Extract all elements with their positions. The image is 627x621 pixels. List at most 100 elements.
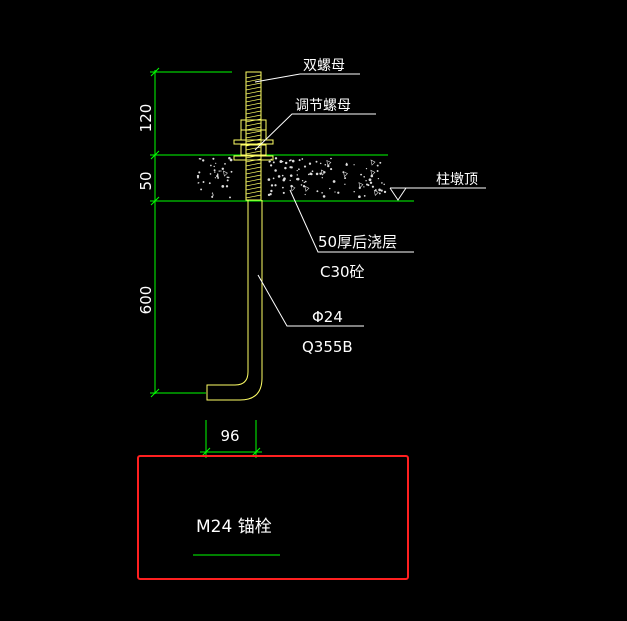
thread-line: [245, 78, 262, 83]
grout-speckle: [363, 186, 365, 188]
grout-speckle: [319, 162, 322, 165]
grout-speckle: [281, 174, 284, 177]
grout-speckle: [319, 172, 322, 175]
grout-speckle: [211, 192, 214, 194]
grout-speckle: [272, 161, 275, 164]
label-grout-layer: 50厚后浇层: [318, 233, 397, 251]
grout-speckle: [383, 183, 385, 186]
grout-speckle: [365, 180, 367, 182]
grout-aggregate: [358, 182, 364, 189]
grout-speckle: [298, 168, 300, 171]
grout-speckle: [298, 159, 301, 162]
grout-aggregate: [320, 169, 326, 176]
grout-speckle: [344, 183, 346, 185]
grout-speckle: [282, 186, 284, 189]
grout-speckle: [214, 177, 217, 179]
bolt-thread: [245, 74, 262, 199]
vertical-dimension-chain: [150, 67, 232, 398]
grout-speckle: [198, 182, 200, 184]
grout-speckle: [274, 184, 277, 187]
grout-speckle: [358, 195, 361, 199]
grout-speckle: [321, 177, 323, 179]
grout-speckle: [329, 187, 331, 190]
thread-line: [245, 170, 262, 175]
grout-speckle: [213, 165, 215, 168]
grout-speckle: [368, 178, 372, 182]
grout-speckle: [269, 164, 273, 167]
grout-speckle: [290, 174, 293, 177]
grout-speckle: [378, 192, 381, 195]
grout-speckle: [226, 176, 229, 179]
thread-line: [245, 86, 262, 91]
grout-speckle: [316, 190, 319, 193]
grout-speckle: [376, 170, 379, 172]
grout-speckle: [303, 165, 307, 168]
grout-layer-hatch: [196, 156, 387, 199]
grout-speckle: [377, 177, 380, 180]
grout-speckle: [284, 166, 287, 170]
thread-line: [245, 114, 262, 119]
grout-speckle: [274, 169, 277, 172]
thread-line: [245, 130, 262, 135]
grout-speckle: [274, 157, 278, 160]
grout-speckle: [291, 159, 295, 163]
grout-speckle: [345, 163, 348, 167]
grout-speckle: [283, 177, 286, 181]
grout-speckle: [270, 184, 274, 187]
thread-line: [245, 146, 262, 151]
thread-line: [245, 106, 262, 111]
thread-line: [245, 186, 262, 191]
grout-speckle: [307, 173, 310, 176]
grout-speckle: [221, 167, 225, 171]
grout-speckle: [277, 175, 281, 178]
grout-speckle: [267, 178, 271, 181]
grout-speckle: [196, 174, 200, 178]
grout-speckle: [380, 189, 383, 192]
thread-line: [245, 182, 262, 187]
grout-speckle: [315, 160, 318, 163]
thread-line: [245, 110, 262, 115]
grout-speckle: [337, 191, 340, 194]
grout-speckle: [304, 180, 307, 183]
grout-speckle: [383, 190, 387, 194]
grout-speckle: [332, 180, 336, 183]
grout-speckle: [284, 161, 288, 165]
grout-speckle: [214, 171, 216, 173]
grout-speckle: [268, 160, 271, 163]
dim-embed-length: 600: [137, 286, 155, 315]
grout-aggregate: [222, 170, 228, 177]
grout-speckle: [229, 158, 233, 162]
grout-speckle: [230, 170, 233, 173]
thread-line: [245, 194, 262, 199]
grout-speckle: [353, 164, 355, 166]
label-rod-diameter: Φ24: [312, 308, 343, 326]
grout-speckle: [309, 172, 312, 176]
thread-line: [245, 150, 262, 155]
grout-speckle: [225, 185, 229, 188]
grout-aggregate: [290, 185, 296, 192]
grout-speckle: [304, 193, 306, 196]
thread-line: [245, 74, 262, 79]
grout-speckle: [378, 188, 381, 192]
thread-line: [245, 166, 262, 171]
thread-line: [245, 162, 262, 167]
label-steel-grade: Q355B: [302, 338, 353, 356]
thread-line: [245, 90, 262, 95]
thread-line: [245, 134, 262, 139]
grout-speckle: [365, 167, 368, 170]
grout-speckle: [202, 159, 205, 162]
anchor-bolt: [206, 71, 274, 401]
thread-line: [245, 178, 262, 183]
grout-speckle: [321, 192, 323, 194]
grout-speckle: [221, 185, 225, 188]
grout-speckle: [224, 163, 226, 165]
grout-speckle: [229, 196, 231, 199]
grout-speckle: [371, 185, 375, 188]
thread-line: [245, 82, 262, 87]
grout-speckle: [381, 182, 383, 184]
grout-speckle: [370, 174, 374, 178]
grout-speckle: [198, 157, 201, 160]
grout-speckle: [216, 173, 219, 175]
hook-dimension: [200, 420, 262, 458]
label-grout-grade: C30砼: [320, 263, 365, 281]
